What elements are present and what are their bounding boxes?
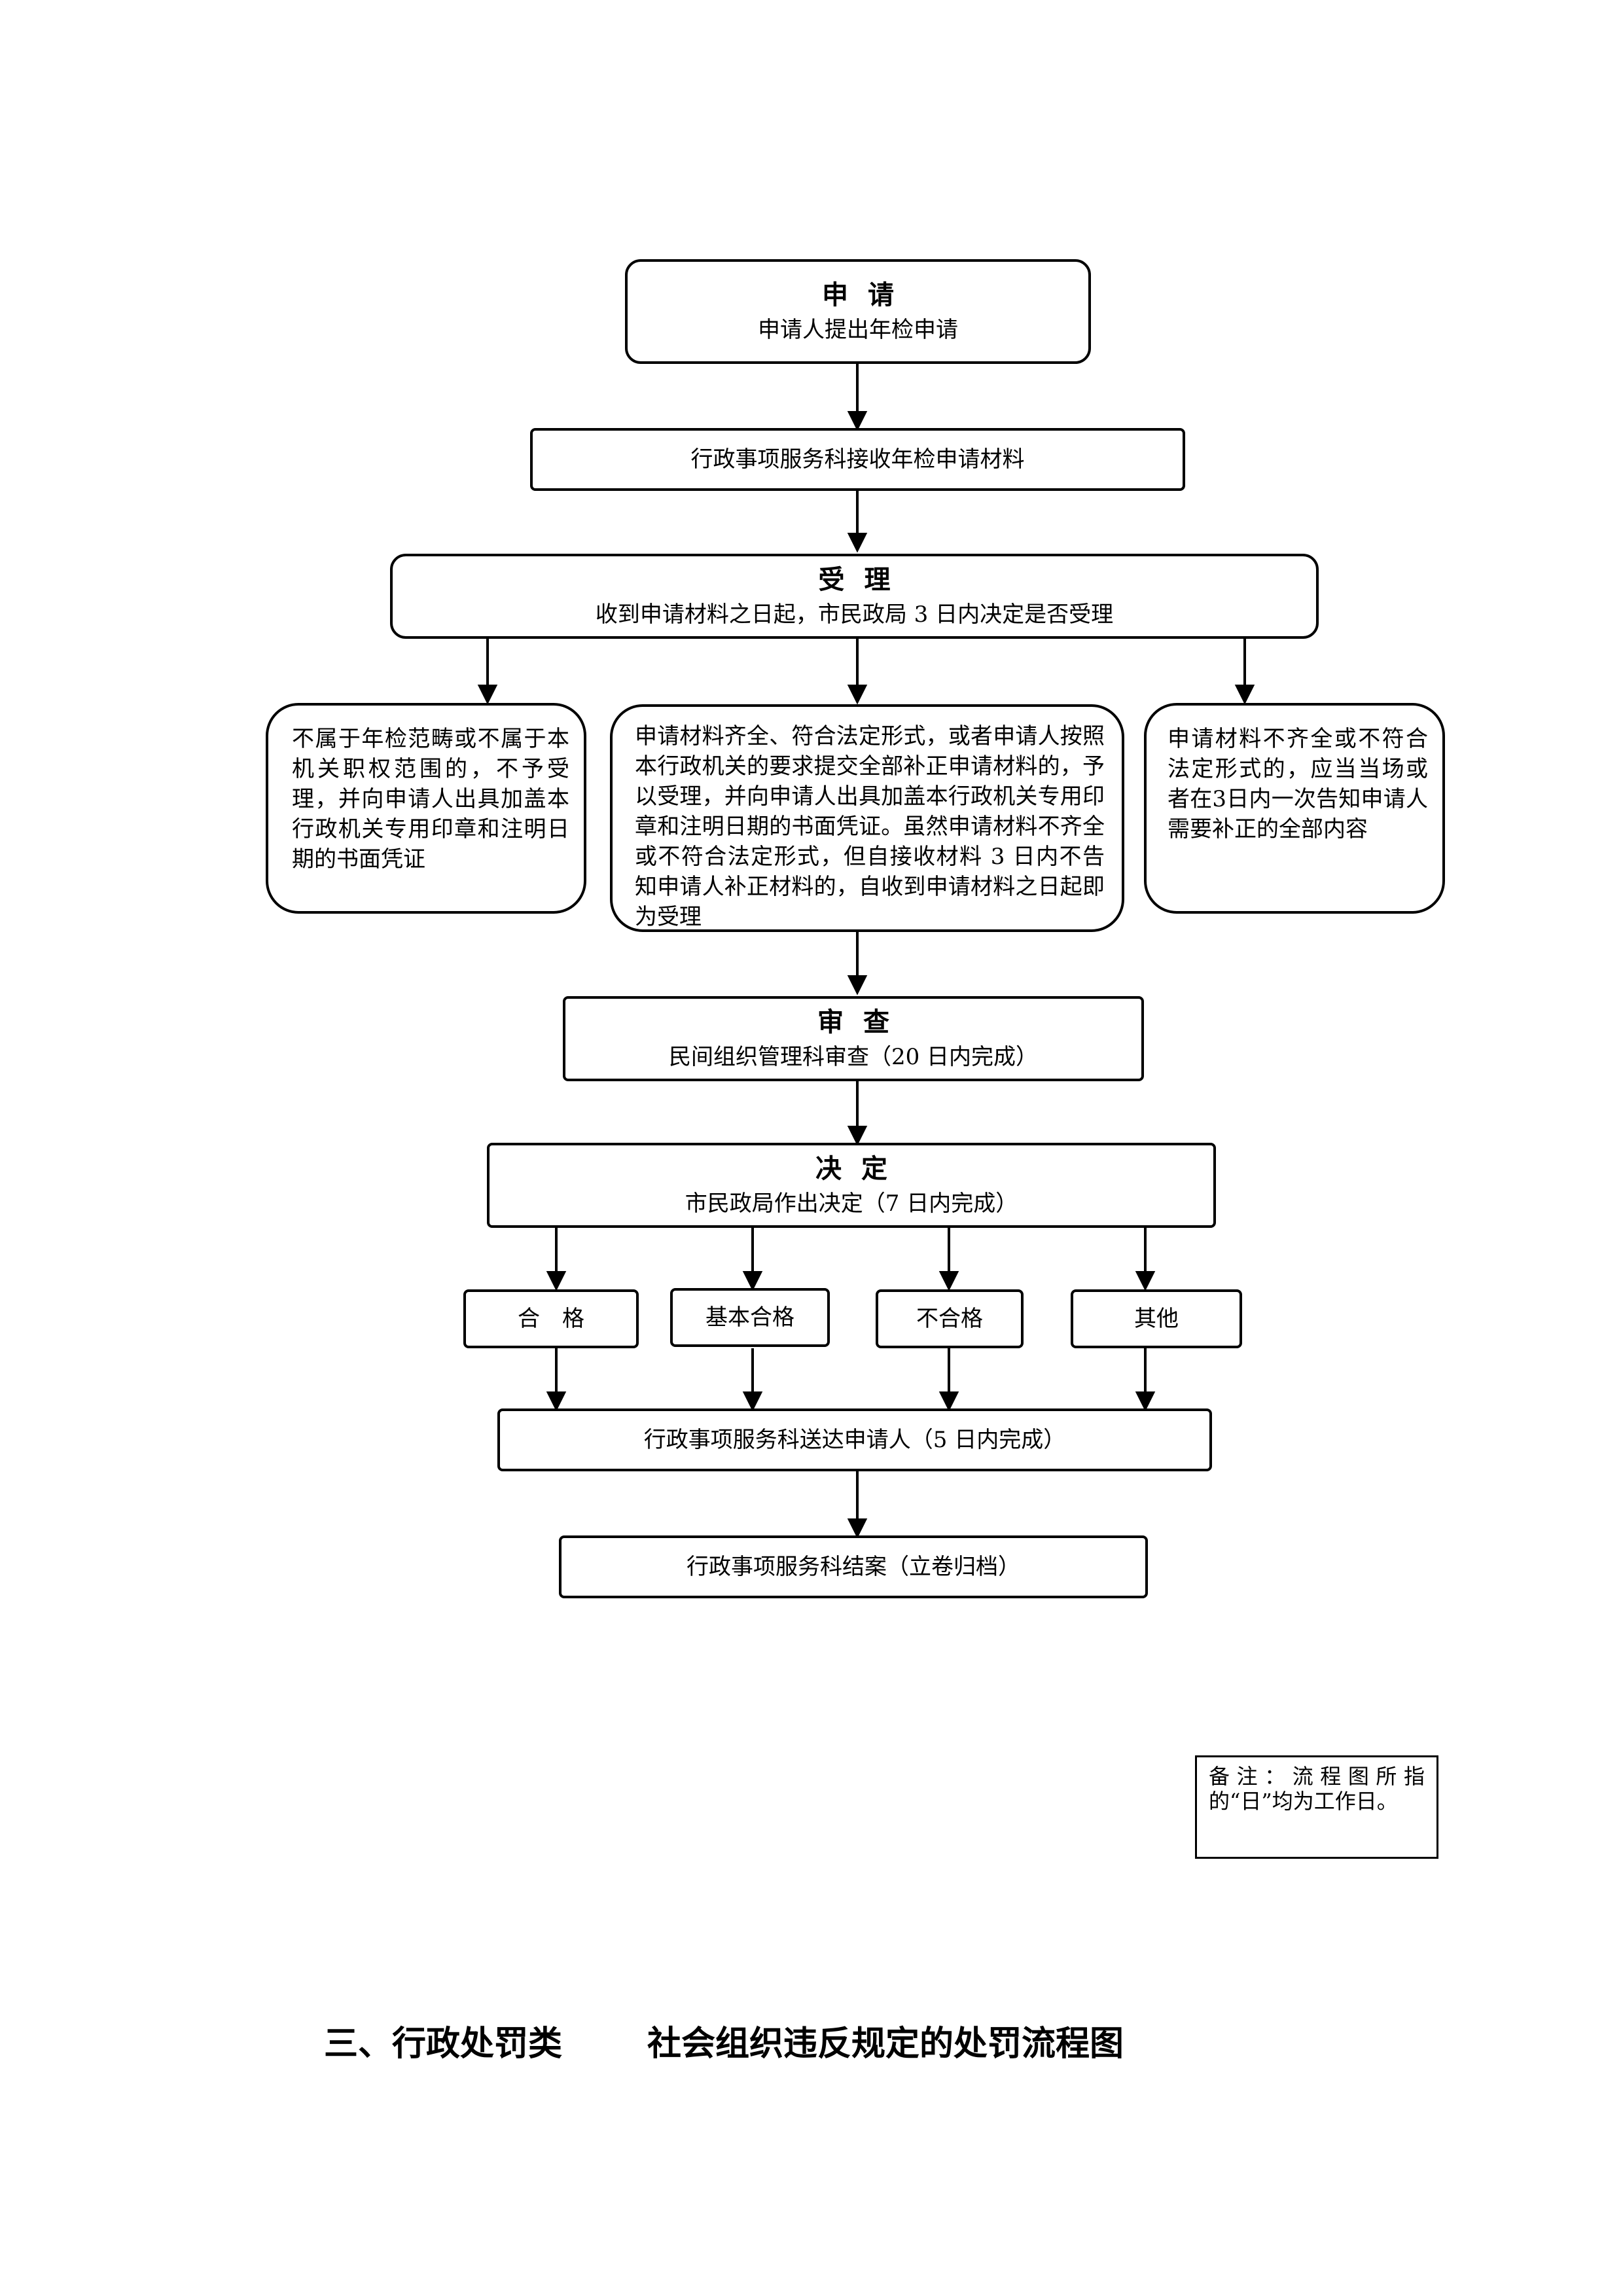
- branch-right-text: 申请材料不齐全或不符合法定形式的，应当当场或者在3日内一次告知申请人需要补正的全…: [1168, 726, 1428, 842]
- section-title: 社会组织违反规定的处罚流程图: [647, 2024, 1124, 2064]
- result-other-label: 其他: [1134, 1306, 1179, 1332]
- apply-box: 申请 申请人提出年检申请: [625, 259, 1091, 364]
- branch-mid-box: 申请材料齐全、符合法定形式，或者申请人按照本行政机关的要求提交全部补正申请材料的…: [610, 704, 1124, 932]
- note-text: 备注：流程图所指的“日”均为工作日。: [1209, 1764, 1425, 1814]
- review-box: 审查 民间组织管理科审查（20 日内完成）: [563, 996, 1144, 1081]
- branch-left-text: 不属于年检范畴或不属于本机关职权范围的，不予受理，并向申请人出具加盖本行政机关专…: [292, 726, 569, 872]
- decide-title: 决定: [815, 1153, 907, 1184]
- result-qualified-box: 合 格: [463, 1289, 639, 1348]
- result-basic-qualified-label: 基本合格: [705, 1304, 794, 1331]
- deliver-box: 行政事项服务科送达申请人（5 日内完成）: [497, 1408, 1212, 1471]
- branch-right-box: 申请材料不齐全或不符合法定形式的，应当当场或者在3日内一次告知申请人需要补正的全…: [1144, 703, 1445, 914]
- apply-title: 申请: [822, 279, 914, 310]
- note-box: 备注：流程图所指的“日”均为工作日。: [1195, 1755, 1438, 1859]
- result-basic-qualified-box: 基本合格: [670, 1288, 830, 1347]
- accept-box: 受理 收到申请材料之日起，市民政局 3 日内决定是否受理: [390, 554, 1319, 639]
- decide-box: 决定 市民政局作出决定（7 日内完成）: [487, 1143, 1216, 1228]
- result-unqualified-label: 不合格: [916, 1306, 983, 1332]
- review-title: 审查: [817, 1007, 909, 1037]
- section-heading: 三、行政处罚类 社会组织违反规定的处罚流程图: [324, 2016, 1124, 2065]
- receive-box: 行政事项服务科接收年检申请材料: [530, 428, 1185, 491]
- decide-text: 市民政局作出决定（7 日内完成）: [685, 1191, 1018, 1217]
- result-qualified-label: 合 格: [518, 1306, 584, 1332]
- close-text: 行政事项服务科结案（立卷归档）: [687, 1554, 1020, 1580]
- close-box: 行政事项服务科结案（立卷归档）: [559, 1535, 1148, 1598]
- section-number: 三、行政处罚类: [324, 2024, 563, 2064]
- branch-left-box: 不属于年检范畴或不属于本机关职权范围的，不予受理，并向申请人出具加盖本行政机关专…: [266, 703, 586, 914]
- accept-text: 收到申请材料之日起，市民政局 3 日内决定是否受理: [595, 601, 1114, 628]
- review-text: 民间组织管理科审查（20 日内完成）: [668, 1044, 1039, 1070]
- branch-mid-text: 申请材料齐全、符合法定形式，或者申请人按照本行政机关的要求提交全部补正申请材料的…: [635, 723, 1105, 930]
- receive-text: 行政事项服务科接收年检申请材料: [690, 446, 1025, 473]
- accept-title: 受理: [818, 564, 910, 595]
- deliver-text: 行政事项服务科送达申请人（5 日内完成）: [643, 1427, 1066, 1453]
- result-unqualified-box: 不合格: [876, 1289, 1024, 1348]
- apply-text: 申请人提出年检申请: [758, 317, 958, 343]
- result-other-box: 其他: [1071, 1289, 1242, 1348]
